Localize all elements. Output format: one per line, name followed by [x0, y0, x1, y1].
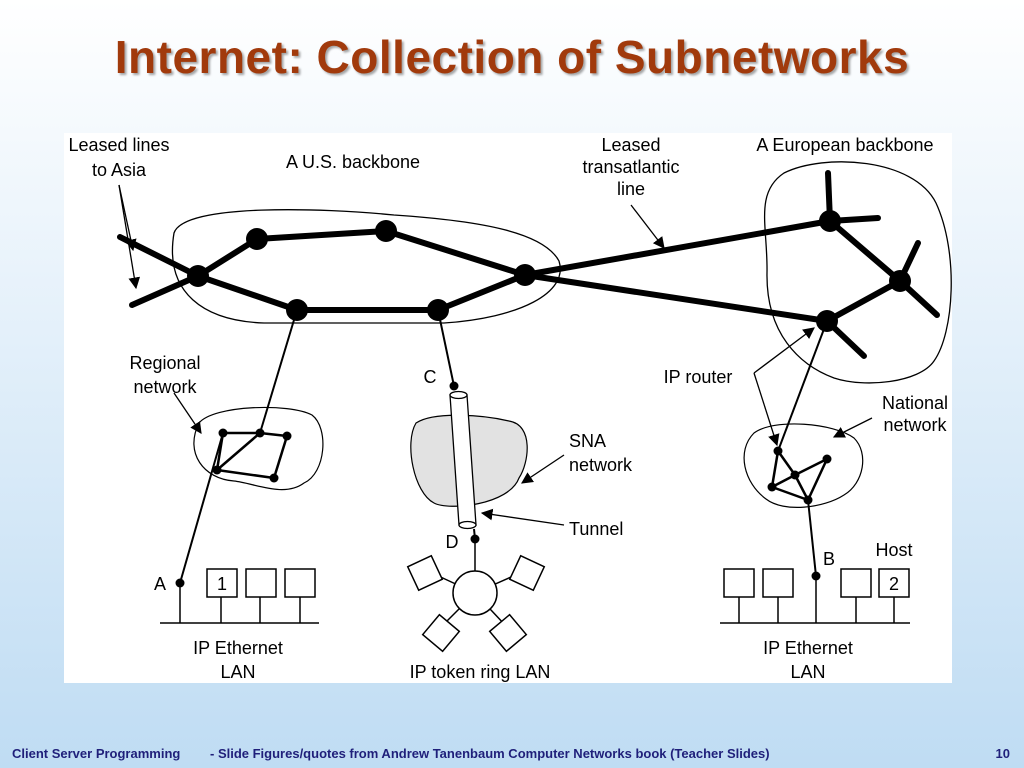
regional-network-cloud: [193, 406, 324, 491]
regional-network-graph: [215, 431, 289, 480]
label-sna: SNA: [569, 431, 606, 451]
label-to-asia: to Asia: [92, 160, 147, 180]
label-point-c: C: [424, 367, 437, 387]
label-european-backbone: A European backbone: [756, 135, 933, 155]
network-diagram: Leased lines to Asia A U.S. backbone Lea…: [64, 133, 952, 683]
national-network-graph: [770, 450, 829, 502]
backbone-routers: [187, 210, 911, 332]
host-2-box: [878, 568, 910, 598]
network-diagram-svg: Leased lines to Asia A U.S. backbone Lea…: [68, 135, 952, 682]
label-host-1: 1: [217, 574, 227, 594]
label-tunnel: Tunnel: [569, 519, 623, 539]
right-ethernet-lan: [720, 568, 910, 624]
slide-title: Internet: Collection of Subnetworks: [114, 31, 910, 83]
label-national-network: network: [883, 415, 947, 435]
slide-footer: Client Server Programming - Slide Figure…: [0, 740, 1024, 768]
point-a-node: [175, 578, 185, 588]
footer-course: Client Server Programming: [12, 746, 181, 761]
national-network-cloud: [743, 423, 864, 508]
label-token-ring-lan: IP token ring LAN: [410, 662, 551, 682]
label-leased-lines: Leased lines: [68, 135, 169, 155]
european-backbone-cloud: [763, 161, 952, 384]
backbone-links: [117, 170, 940, 359]
label-left-lan: IP Ethernet: [193, 638, 283, 658]
token-ring-lan: [406, 539, 546, 653]
label-us-backbone: A U.S. backbone: [286, 152, 420, 172]
label-regional: Regional: [129, 353, 200, 373]
label-host: Host: [875, 540, 912, 560]
label-point-d: D: [446, 532, 459, 552]
annotation-arrows: [118, 184, 873, 526]
label-point-b: B: [823, 549, 835, 569]
left-ethernet-lan: [160, 568, 319, 624]
footer-source: - Slide Figures/quotes from Andrew Tanen…: [210, 746, 770, 761]
access-links: [179, 309, 828, 584]
host-1-box: [206, 568, 238, 598]
regional-network-nodes: [212, 428, 292, 483]
label-left-lan-2: LAN: [220, 662, 255, 682]
label-sna-network: network: [569, 455, 633, 475]
label-line: line: [617, 179, 645, 199]
point-c-node: [449, 381, 459, 391]
label-host-2: 2: [889, 574, 899, 594]
us-backbone-cloud: [171, 209, 561, 324]
label-leased: Leased: [601, 135, 660, 155]
label-point-a: A: [154, 574, 166, 594]
slide-number: 10: [995, 746, 1010, 761]
label-regional-network: network: [133, 377, 197, 397]
national-network-nodes: [767, 446, 832, 505]
label-transatlantic: transatlantic: [582, 157, 679, 177]
label-right-lan-2: LAN: [790, 662, 825, 682]
tunnel-pipe: [449, 390, 477, 530]
label-national: National: [882, 393, 948, 413]
label-ip-router: IP router: [664, 367, 733, 387]
point-b-node: [811, 571, 821, 581]
label-right-lan: IP Ethernet: [763, 638, 853, 658]
